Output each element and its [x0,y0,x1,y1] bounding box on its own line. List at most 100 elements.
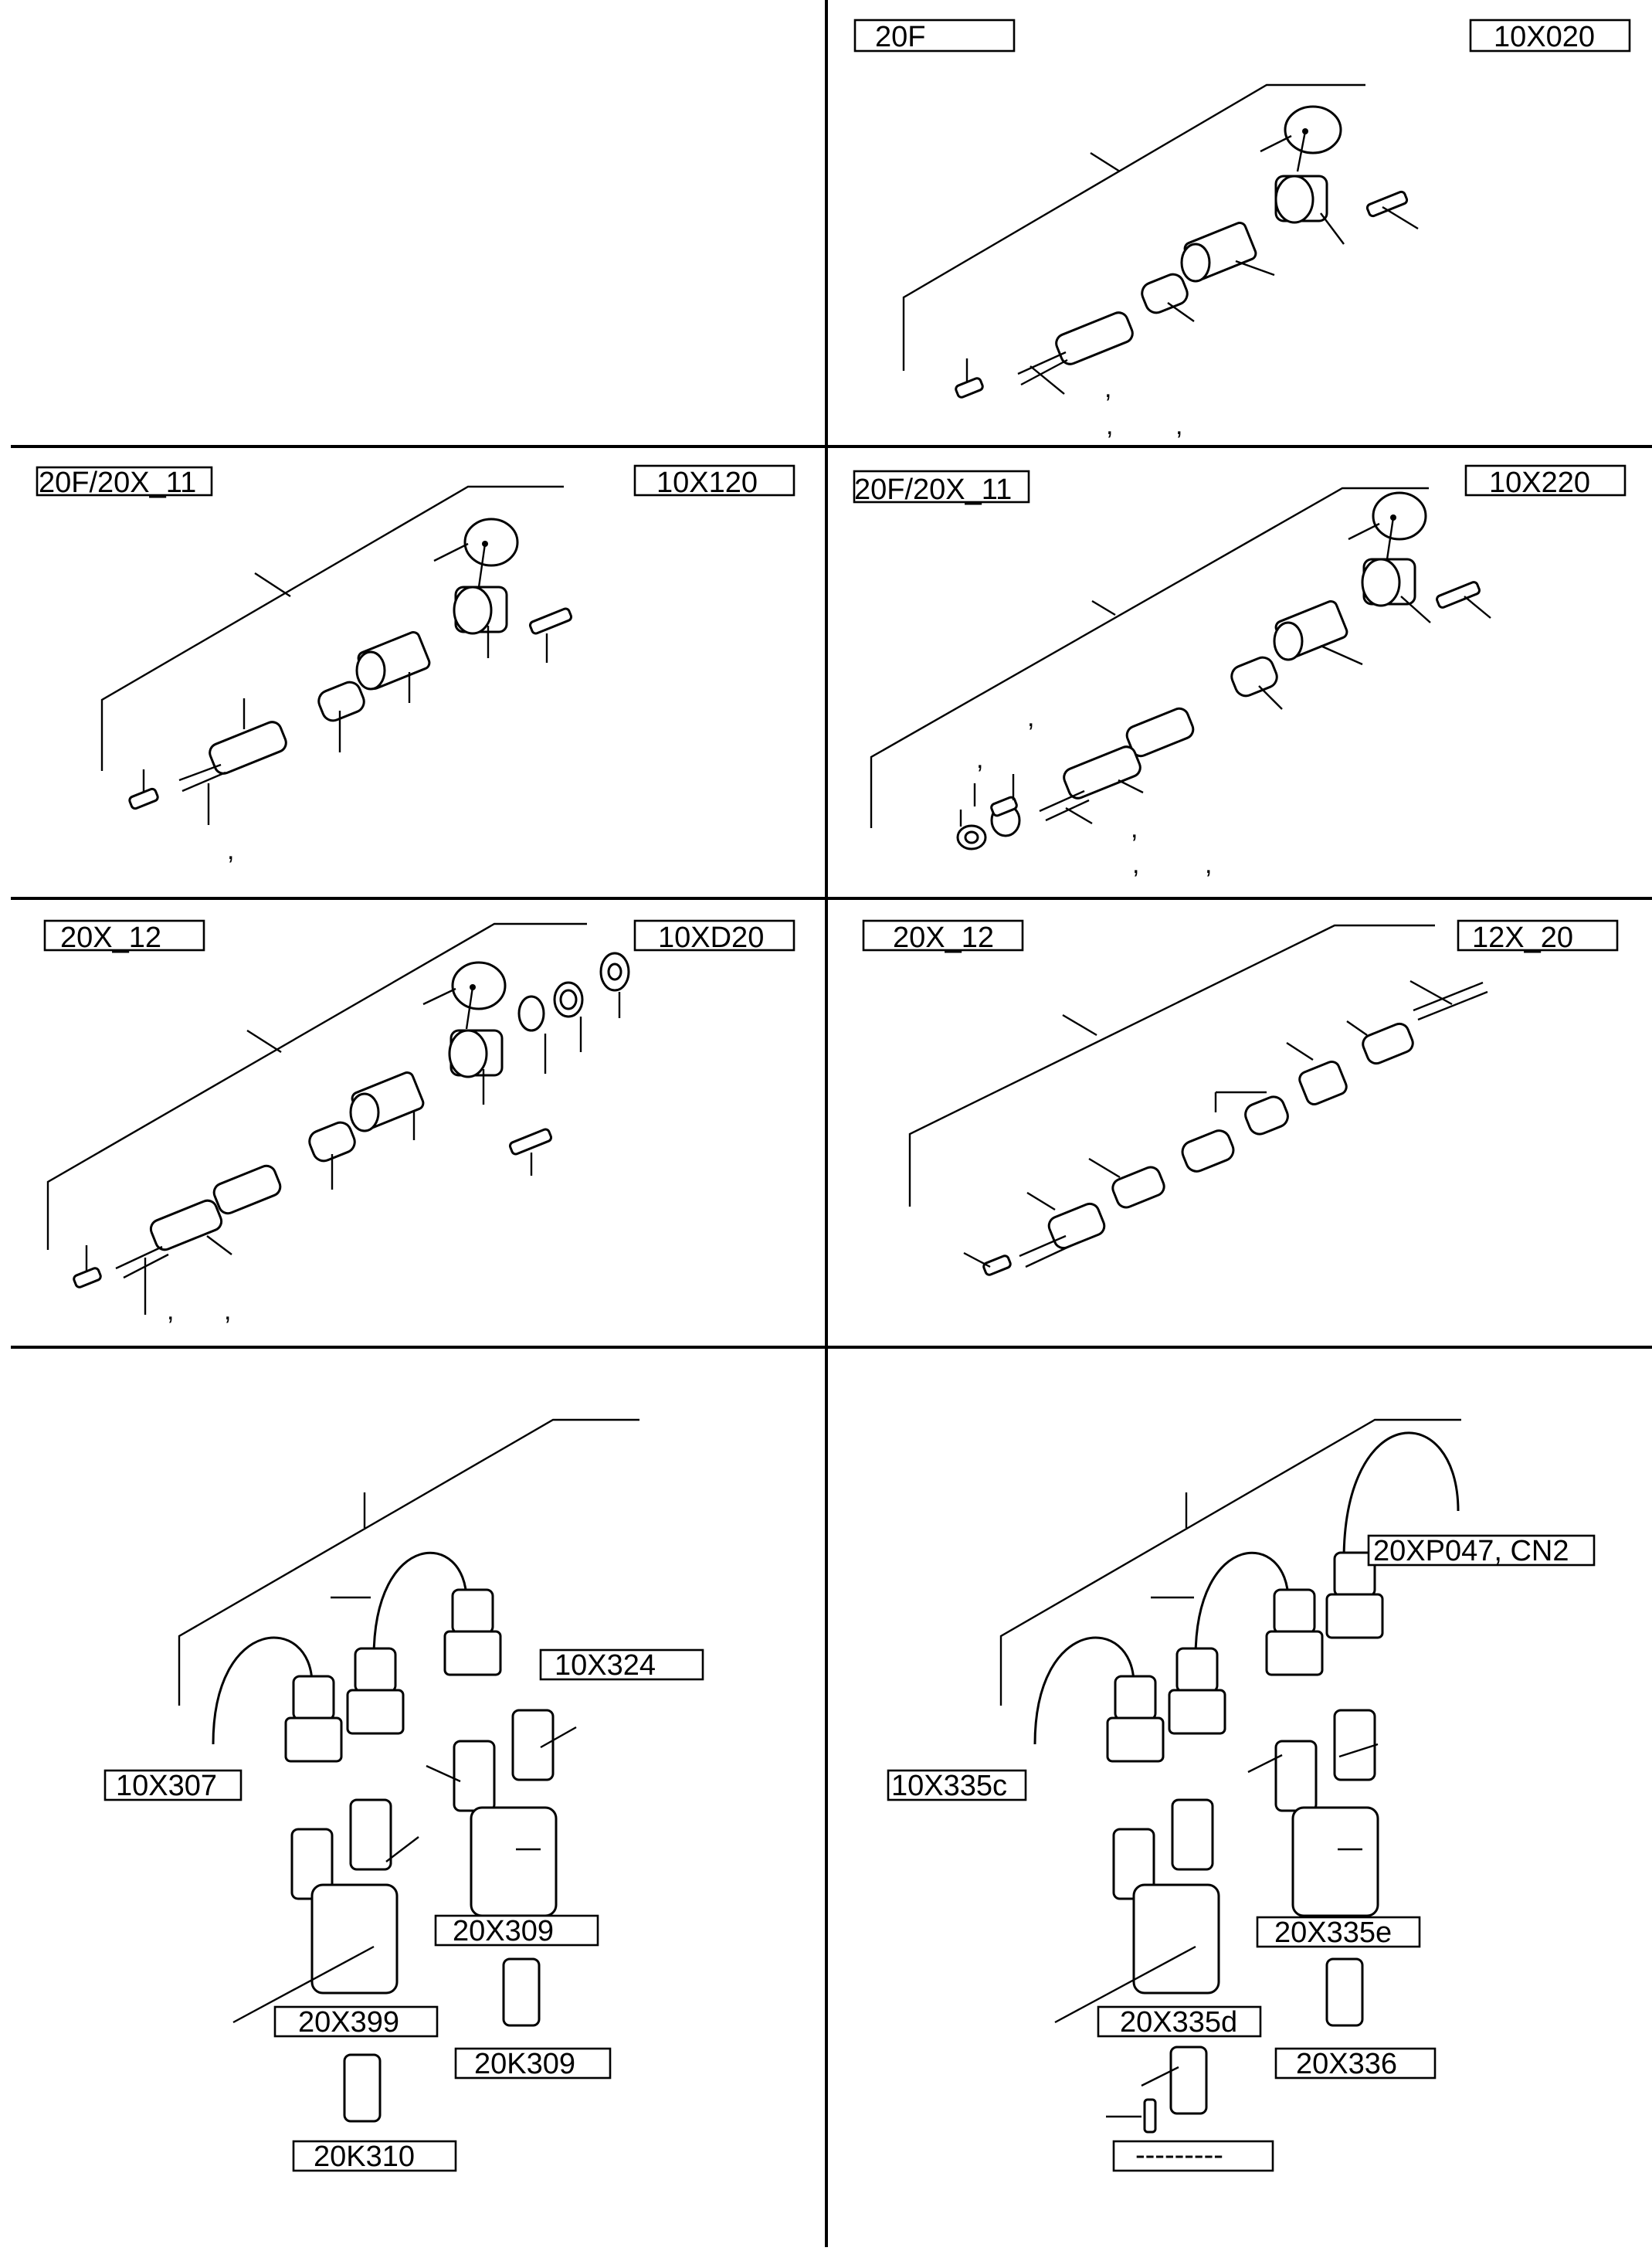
connector-label-box [292,2140,457,2172]
coupling-nut [1298,1061,1348,1105]
spring-sleeve [1230,656,1278,698]
loose-pin [982,1255,1012,1276]
panel-code-label: 20X_12 [893,922,994,954]
cable-gland [1047,1202,1106,1250]
harness-plug [354,1647,397,1693]
assembly-bracket [870,487,1429,828]
connector-housing [349,1798,392,1871]
harness-cable [1342,1431,1460,1561]
harness-cable [1194,1551,1290,1659]
cable-gland [1055,311,1134,365]
cable-gland [209,721,287,775]
separator-comma: , [227,836,234,865]
panel-20X12-10XD20: 20X_12 10XD20 , , [43,919,795,1326]
large-housing [310,1883,399,1995]
spring [1244,1095,1289,1136]
harness-label: 10X335c [891,1770,1007,1802]
contact-pin [1143,2098,1157,2134]
harness-cable [1033,1636,1135,1745]
separator-comma: , [224,1296,231,1326]
assembly-bracket [902,83,1365,371]
cable-gland [1063,745,1141,800]
sleeve [1111,1166,1165,1209]
connector-label: 20X399 [298,2006,399,2039]
harness-label-box [887,1769,1027,1801]
connector-label: --------- [1135,2139,1223,2171]
contact-pin [508,1128,553,1156]
connector-label-box [434,1914,599,1947]
panel-code-box [853,19,1016,53]
harness-plug [1114,1675,1157,1721]
connector-label: 20K310 [314,2141,415,2173]
reference-label: 10X120 [656,467,758,499]
small-relay-connector [1325,1957,1364,2027]
separator-comma: , [167,1296,174,1326]
contact-pin [1365,190,1409,218]
connector-label-box [1097,2005,1262,2038]
connector-label: 20X336 [1296,2048,1397,2080]
sleeve [212,1164,282,1215]
loose-pin [990,796,1018,817]
contact-pin [1436,581,1481,609]
connector-housing [511,1709,555,1781]
connector-label-box [539,1648,704,1681]
panel-harness-10X307: 10X307 10X324 20X309 20X399 20K309 20K31… [103,1418,704,2173]
connector-label: 20X309 [453,1915,554,1947]
harness-plug [451,1588,494,1635]
connector-label-box [1274,2047,1437,2080]
loose-pin [73,1267,102,1288]
dust-cap [1372,491,1427,541]
reference-label: 10XD20 [658,922,764,954]
separator-comma: , [1132,850,1139,879]
spring-sleeve [1141,273,1189,314]
connector-label: 20K309 [474,2048,575,2080]
harness-cable [212,1636,314,1745]
separator-comma: , [1175,411,1182,440]
small-relay-connector [343,2053,382,2123]
panel-code-label: 20F/20X_11 [854,474,1012,506]
reference-label: 12X_20 [1472,922,1573,954]
o-ring [517,995,545,1032]
harness-plug [292,1675,335,1721]
dust-cap [451,961,507,1010]
connector-housing [453,1740,496,1812]
panel-code-box [862,919,1024,952]
separator-comma: , [1131,814,1138,844]
large-housing [1291,1806,1379,1917]
cable-gland [149,1199,223,1251]
separator-comma: , [976,745,983,774]
panel-code-label: 20X_12 [60,922,161,954]
harness-label: 10X307 [116,1770,217,1802]
assembly-bracket [999,1418,1461,1706]
harness-cable [372,1551,468,1659]
cable-gland [1362,1022,1414,1065]
reference-box [633,464,795,497]
reference-label: 10X020 [1494,21,1595,53]
separator-comma: , [1104,374,1111,403]
connector-label-box [454,2047,612,2080]
harness-label-box [103,1769,243,1801]
panel-code-box [36,466,213,497]
panel-20X12-12X20: 20X_12 12X_20 [862,919,1619,1276]
panel-code-label: 20F [875,21,925,53]
reference-label: 10X220 [1489,467,1590,499]
connector-label: 10X324 [555,1649,656,1682]
reference-box [1464,464,1627,497]
harness-plug [1175,1647,1219,1693]
separator-comma: , [1106,411,1113,440]
reference-box [633,919,795,952]
panel-20F20X11-10X220: 20F/20X_11 10X220 , , , , [853,464,1627,879]
panel-code-box [43,919,205,952]
assembly-bracket [46,922,587,1250]
dust-cap [463,518,519,567]
separator-comma: , [1027,703,1034,732]
harness-plug [1273,1588,1316,1635]
small-relay-connector [502,1957,541,2027]
panel-grid [11,0,1652,2247]
assembly-bracket [908,924,1435,1207]
sleeve [1125,707,1195,758]
connector-housing [1333,1709,1376,1781]
large-housing [470,1806,558,1917]
panel-20F20X11-10X120: 20F/20X_11 10X120 , [36,464,795,865]
